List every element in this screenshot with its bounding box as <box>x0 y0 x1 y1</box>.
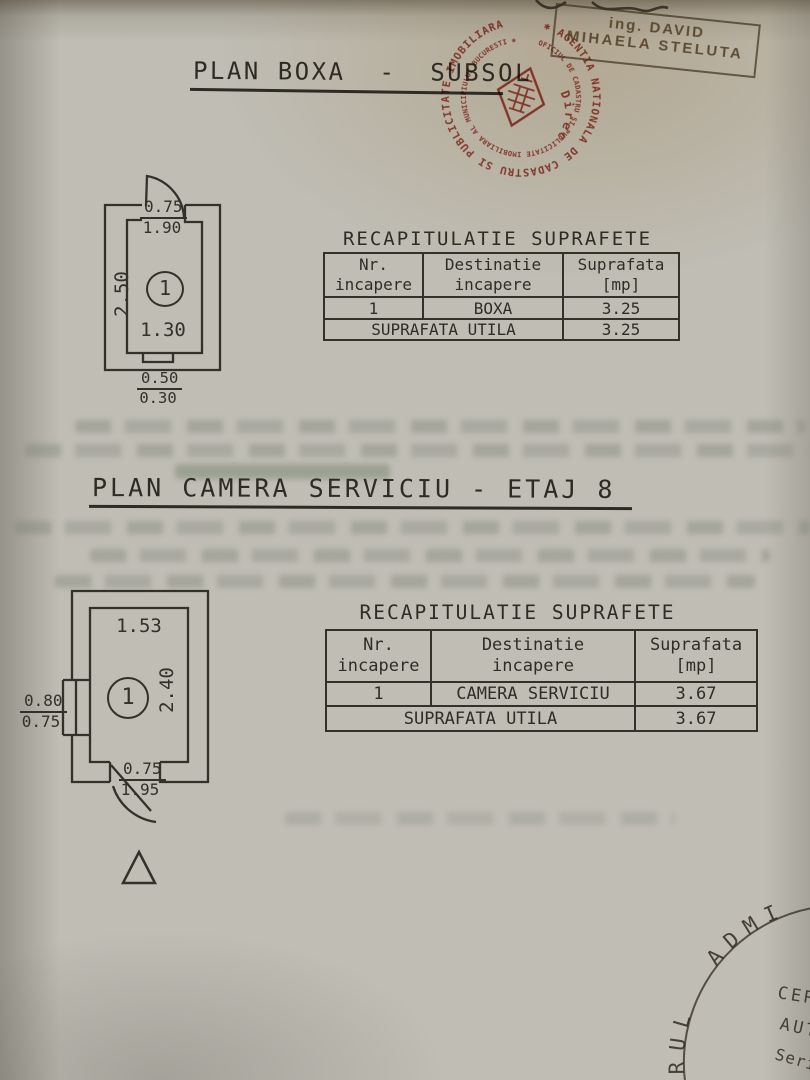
dim-width-plan1: 1.30 <box>140 319 186 341</box>
dim-door-plan2: 0.75 1.95 <box>119 760 166 799</box>
triangle-symbol <box>120 849 158 885</box>
recap1-row-dest: BOXA <box>422 296 564 320</box>
recap1-row-sup: 3.25 <box>562 296 680 320</box>
header-line: [mp] <box>675 656 717 676</box>
recap2-title: RECAPITULATIE SUPRAFETE <box>359 601 676 624</box>
ghost-text-line <box>90 549 770 562</box>
corner-stamp-line1: CER <box>776 983 810 1009</box>
ghost-text-line <box>285 812 675 825</box>
recap1-total-label: SUPRAFATA UTILA <box>323 318 564 341</box>
dim-value: 1.95 <box>120 779 160 799</box>
table-row: 1 CAMERA SERVICIU 3.67 <box>325 681 758 707</box>
table-row: SUPRAFATA UTILA 3.67 <box>325 705 758 732</box>
dim-value: 0.50 <box>137 369 183 391</box>
recap1-header-destinatie: Destinatie incapere <box>422 252 564 298</box>
recap2-total-label: SUPRAFATA UTILA <box>325 705 636 732</box>
dim-value: 0.30 <box>139 389 177 408</box>
header-line: incapere <box>337 656 420 676</box>
corner-stamp: RUL ADMI CER AUT Seria <box>665 896 810 1080</box>
boxa-niche <box>141 354 175 364</box>
recap2-header-suprafata: Suprafata [mp] <box>634 629 758 683</box>
table-row: SUPRAFATA UTILA 3.25 <box>323 318 680 341</box>
corner-stamp-line3: Seria <box>773 1045 810 1078</box>
camera-door-swing <box>110 764 157 824</box>
recap2-row-dest: CAMERA SERVICIU <box>430 681 636 707</box>
dim-window-plan2: 0.80 0.75 <box>20 692 67 731</box>
dim-door-plan1: 0.75 1.90 <box>140 198 187 237</box>
header-line: incapere <box>454 275 532 294</box>
boxa-outer-wall <box>103 203 222 372</box>
header-line: Nr. <box>359 255 388 275</box>
floorplan-boxa <box>103 174 222 372</box>
ghost-text-line <box>55 575 755 588</box>
dim-value: 0.75 <box>140 198 187 219</box>
header-line: Nr. <box>363 635 394 656</box>
recap2-table: Nr. incapere Destinatie incapere Suprafa… <box>325 629 758 732</box>
recap1-row-nr: 1 <box>323 296 424 320</box>
recap2-row-sup: 3.67 <box>634 681 758 707</box>
recap2-row-nr: 1 <box>325 681 432 707</box>
camera-inner-wall <box>88 606 190 764</box>
boxa-door-swing <box>144 174 186 218</box>
table-row: 1 BOXA 3.25 <box>323 296 680 320</box>
recap1-header-suprafata: Suprafata [mp] <box>562 252 680 298</box>
room-number-plan2: 1 <box>107 677 149 719</box>
header-line: [mp] <box>601 275 641 294</box>
ghost-text-line <box>25 444 810 457</box>
dim-value: 1.90 <box>142 217 182 237</box>
ghost-text-line <box>75 420 805 433</box>
dim-value: 0.80 <box>20 692 67 713</box>
header-line: Destinatie <box>481 635 585 656</box>
dim-top-plan2: 1.53 <box>116 615 162 637</box>
header-line: Destinatie <box>444 255 542 275</box>
room-number-plan1: 1 <box>146 271 184 307</box>
boxa-inner-wall <box>125 205 204 355</box>
ghost-text-line <box>175 464 390 479</box>
camera-outer-wall <box>70 589 210 784</box>
dim-value: 0.75 <box>119 760 166 781</box>
corner-stamp-arc-text: RUL ADMI <box>665 896 791 1074</box>
signature-strokes <box>535 0 669 13</box>
floorplan-camera-serviciu <box>61 589 210 824</box>
recap2-total-value: 3.67 <box>634 705 758 732</box>
dim-depth-plan2: 2.40 <box>156 667 178 713</box>
recap1-header-nr: Nr. incapere <box>323 252 424 298</box>
header-line: incapere <box>492 656 574 676</box>
recap1-total-value: 3.25 <box>562 318 680 341</box>
ghost-text-line <box>15 521 810 534</box>
recap2-header-nr: Nr. incapere <box>325 629 432 683</box>
header-line: incapere <box>334 275 413 294</box>
camera-window <box>61 678 92 737</box>
dim-depth-plan1: 2.50 <box>111 271 133 317</box>
recap2-header-destinatie: Destinatie incapere <box>430 629 636 683</box>
red-stamp-emblem <box>496 66 546 128</box>
corner-stamp-line2: AUT <box>778 1014 810 1042</box>
recap1-table: Nr. incapere Destinatie incapere Suprafa… <box>323 252 680 341</box>
header-line: Suprafata <box>577 255 665 275</box>
dim-value: 0.75 <box>21 711 61 731</box>
recap1-title: RECAPITULATIE SUPRAFETE <box>342 228 653 250</box>
dim-niche-plan1: 0.50 0.30 <box>137 369 183 408</box>
header-line: Suprafata <box>649 635 743 656</box>
